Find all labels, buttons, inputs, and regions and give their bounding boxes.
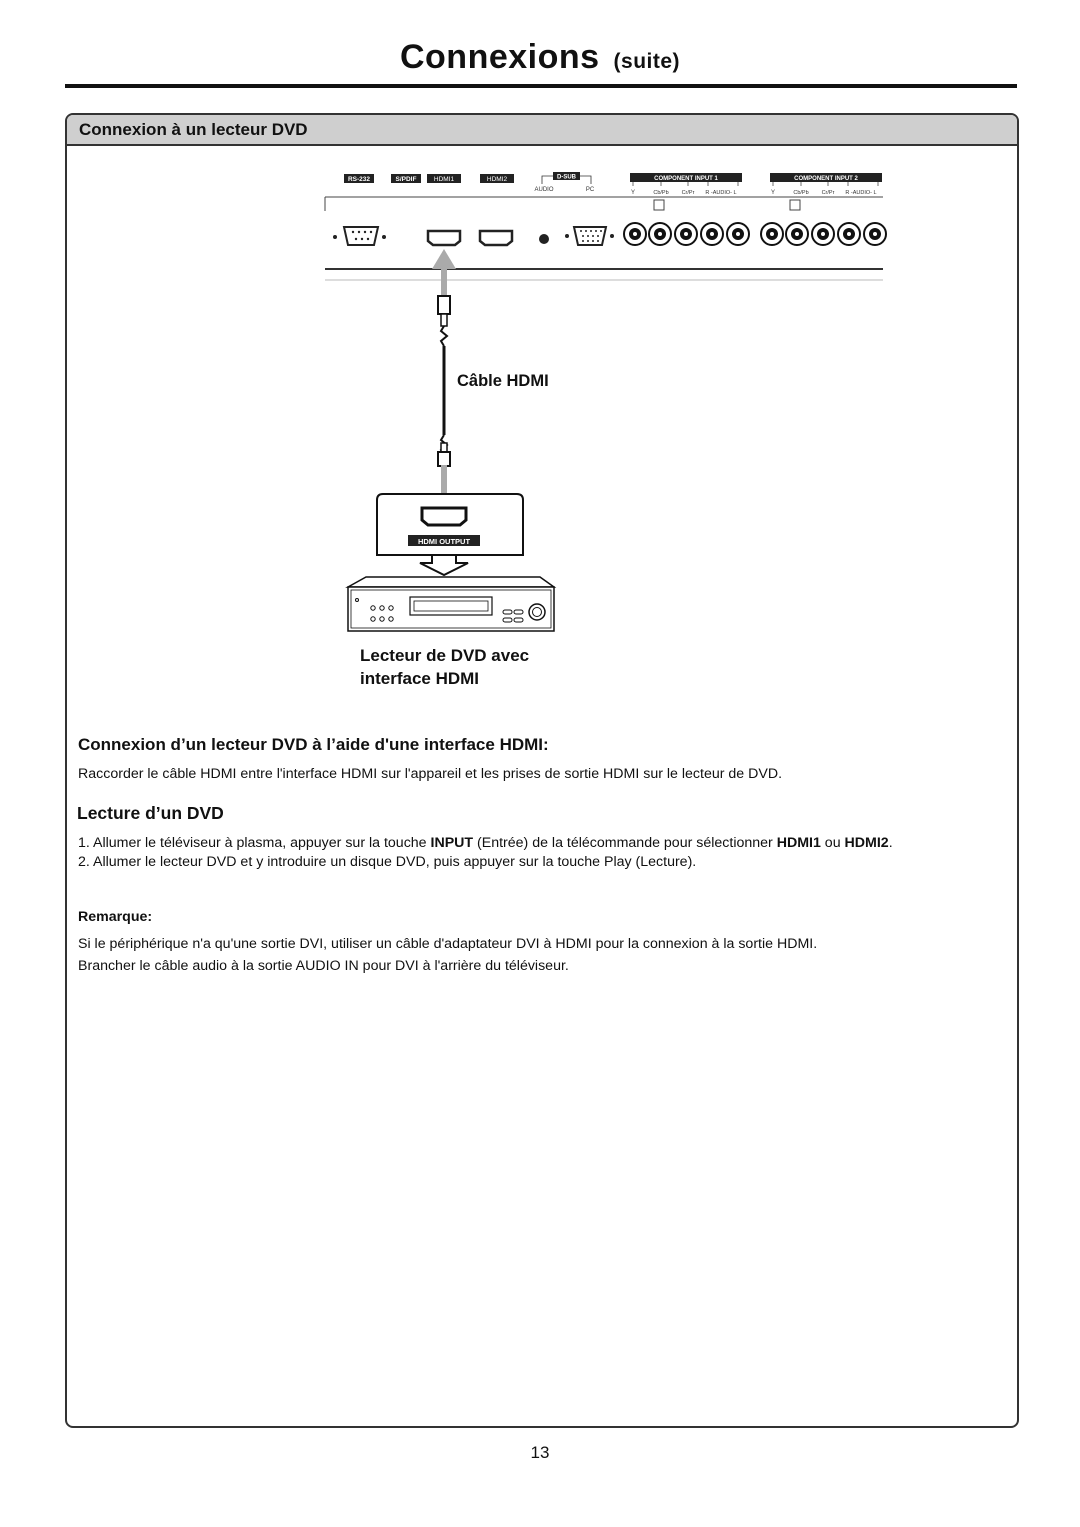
svg-text:Y: Y (631, 190, 635, 196)
tv-back-panel (324, 196, 883, 281)
step1-text-c: ou (820, 835, 845, 851)
svg-text:Y: Y (771, 190, 775, 196)
svg-text:COMPONENT INPUT 2: COMPONENT INPUT 2 (794, 176, 858, 182)
hdmi2-label: HDMI2 (480, 174, 514, 183)
rs232-label: RS-232 (344, 174, 374, 183)
svg-text:PC: PC (586, 187, 595, 193)
dsub-label: D-SUB AUDIO PC (534, 172, 595, 193)
step1-text-b: (Entrée) de la télécommande pour sélecti… (473, 835, 777, 851)
connection-heading: Connexion d’un lecteur DVD à l’aide d'un… (78, 735, 549, 754)
rs232-port (333, 226, 386, 246)
page-title: Connexions (suite) (0, 38, 1080, 77)
svg-text:AUDIO: AUDIO (534, 187, 553, 193)
cable-label: Câble HDMI (457, 372, 549, 390)
connection-diagram: RS-232 S/PDIF HDMI1 HDMI2 D-SUB AUDIO PC… (320, 165, 890, 700)
svg-text:Cb/Pb: Cb/Pb (653, 190, 668, 196)
connection-diagram-svg: RS-232 S/PDIF HDMI1 HDMI2 D-SUB AUDIO PC… (324, 172, 887, 688)
vga-port (565, 226, 614, 246)
dvd-label-line2: interface HDMI (360, 669, 479, 688)
svg-text:R -AUDIO- L: R -AUDIO- L (705, 190, 736, 196)
svg-text:COMPONENT INPUT 1: COMPONENT INPUT 1 (654, 176, 718, 182)
svg-text:Cb/Pb: Cb/Pb (793, 190, 808, 196)
step1-input-key: INPUT (430, 835, 474, 851)
connection-description: Raccorder le câble HDMI entre l'interfac… (78, 766, 783, 782)
title-divider (65, 84, 1017, 88)
spdif-label: S/PDIF (391, 174, 421, 183)
note-line-2: Brancher le câble audio à la sortie AUDI… (78, 958, 569, 974)
page-title-main: Connexions (399, 38, 600, 76)
dvd-label-line1: Lecteur de DVD avec (360, 646, 529, 665)
note-line-1: Si le périphérique n'a qu'une sortie DVI… (78, 936, 818, 952)
content-frame: Connexion à un lecteur DVD (65, 113, 1019, 1428)
section-title: Connexion à un lecteur DVD (79, 120, 308, 139)
page-number: 13 (530, 1443, 550, 1462)
dvd-player-icon (345, 576, 557, 632)
svg-text:Cr/Pr: Cr/Pr (682, 190, 695, 196)
connection-arrow-icon (432, 249, 456, 296)
playback-step-2: 2. Allumer le lecteur DVD et y introduir… (78, 854, 697, 870)
svg-text:S/PDIF: S/PDIF (396, 176, 417, 183)
step1-text-a: 1. Allumer le téléviseur à plasma, appuy… (78, 835, 431, 851)
step1-text-d: . (888, 835, 893, 851)
hdmi1-port (426, 229, 462, 247)
component-input-2-label: COMPONENT INPUT 2 Y Cb/Pb Cr/Pr R -AUDIO… (770, 173, 882, 196)
hdmi-cable (437, 295, 451, 510)
component-2-jacks (760, 222, 887, 246)
hdmi2-port (478, 229, 514, 247)
hdmi-output-callout: HDMI OUTPUT (376, 493, 524, 577)
component-1-jacks (623, 222, 750, 246)
playback-step-1: 1. Allumer le téléviseur à plasma, appuy… (78, 834, 1018, 853)
hdmi1-label: HDMI1 (427, 174, 461, 183)
hdmi-output-label: HDMI OUTPUT (418, 537, 470, 546)
svg-text:Cr/Pr: Cr/Pr (822, 190, 835, 196)
svg-text:R -AUDIO- L: R -AUDIO- L (845, 190, 876, 196)
note-title: Remarque: (78, 909, 153, 925)
svg-text:RS-232: RS-232 (348, 176, 370, 183)
section-header: Connexion à un lecteur DVD (67, 115, 1017, 146)
audio-jack (539, 234, 549, 244)
step1-hdmi2: HDMI2 (844, 835, 889, 851)
component-input-1-label: COMPONENT INPUT 1 Y Cb/Pb Cr/Pr R -AUDIO… (630, 173, 742, 196)
step1-hdmi1: HDMI1 (776, 835, 821, 851)
svg-text:HDMI2: HDMI2 (487, 176, 508, 183)
svg-text:D-SUB: D-SUB (557, 175, 577, 181)
playback-heading: Lecture d’un DVD (77, 803, 224, 823)
page-title-suffix: (suite) (613, 50, 681, 73)
svg-text:HDMI1: HDMI1 (434, 176, 455, 183)
